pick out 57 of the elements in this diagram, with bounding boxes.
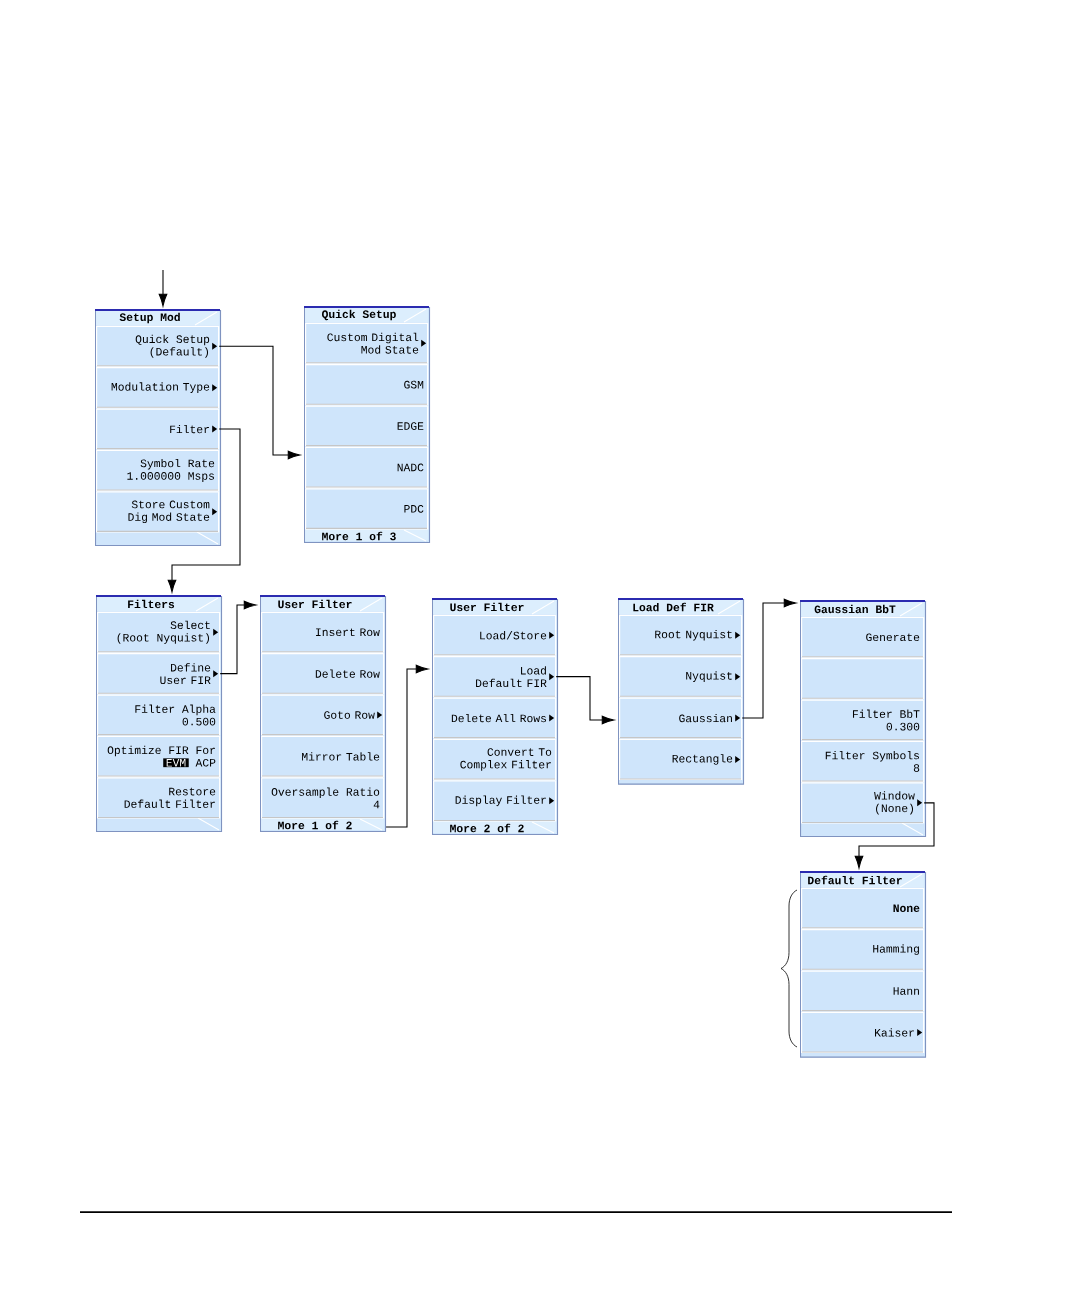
more-softkey: More 2 of 2 [433,821,556,834]
softkey: Optimize FIR For EVM ACP [97,735,221,777]
softkey: Quick Setup (Default) [96,325,220,367]
softkey: Store Custom Dig Mod State [96,491,220,533]
menu-title: Default Filter [801,873,924,888]
softkey: Hann [801,970,925,1012]
softkey: Window (None) [801,782,925,824]
more-softkey: More 1 of 2 [261,818,384,831]
arrow [385,664,429,828]
softkey: Generate [801,616,925,658]
softkey: Goto Row [261,694,385,736]
softkey: Custom Digital Mod State [305,322,429,364]
softkey: None [801,887,925,929]
arrow [854,802,935,869]
softkey: Kaiser [801,1011,925,1053]
arrow [158,269,168,307]
softkey: Restore Default Filter [97,777,221,819]
menu-title: User Filter [433,600,556,615]
menu-title: Quick Setup [305,308,428,323]
softkey: Insert Row [261,611,385,653]
arrow [218,345,301,460]
more-softkey: More 1 of 3 [305,529,428,542]
softkey [801,658,925,700]
softkey: Select (Root Nyquist) [97,611,221,653]
softkey: Nyquist [619,656,743,698]
arrow [555,676,615,725]
softkey: Oversample Ratio 4 [261,777,385,819]
menu-title: Gaussian BbT [801,602,924,617]
menu-title: User Filter [261,597,384,612]
softkey: Mirror Table [261,735,385,777]
softkey: Filter [96,408,220,450]
softkey: Modulation Type [96,367,220,409]
softkey: Gaussian [619,697,743,739]
softkey: Load Default FIR [433,656,557,698]
softkey: Rectangle [619,738,743,780]
softkey: Define User FIR [97,653,221,695]
arrow [219,600,257,675]
menu-title: Filters [97,597,220,612]
softkey: GSM [305,364,429,406]
softkey: Hamming [801,929,925,971]
softkey: Filter Symbols 8 [801,740,925,782]
menu-title: Setup Mod [96,311,219,326]
arrow [167,428,241,593]
softkey: NADC [305,446,429,488]
menu-title: Load Def FIR [619,600,742,615]
softkey: Convert To Complex Filter [433,738,557,780]
softkey: Root Nyquist [619,614,743,656]
softkey: PDC [305,488,429,530]
softkey: Load/Store [433,614,557,656]
softkey: Display Filter [433,780,557,822]
softkey: EDGE [305,405,429,447]
softkey: Filter Alpha 0.500 [97,694,221,736]
softkey: Delete All Rows [433,697,557,739]
arrow [741,598,797,719]
softkey: Symbol Rate 1.000000 Msps [96,449,220,491]
softkey: Delete Row [261,653,385,695]
softkey: Filter BbT 0.300 [801,699,925,741]
